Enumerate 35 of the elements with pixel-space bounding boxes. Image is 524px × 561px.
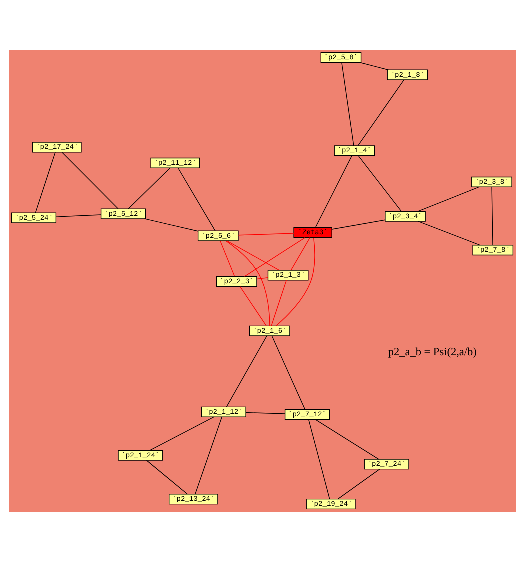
- connector: [337, 468, 380, 500]
- connector: [144, 218, 198, 232]
- connector: [358, 155, 402, 212]
- connector: [194, 416, 222, 494]
- label: p2_a_b = Psi(2,a/b): [388, 346, 476, 358]
- connector: [314, 155, 352, 228]
- connector: [150, 416, 214, 450]
- connector: [308, 418, 330, 500]
- connector: [128, 167, 170, 209]
- connector: [238, 232, 294, 236]
- connector: [491, 186, 493, 246]
- connector: [417, 186, 480, 212]
- connector: [341, 62, 354, 146]
- connector: [226, 240, 280, 270]
- connector: [314, 418, 379, 460]
- connector: [239, 286, 266, 326]
- connector: [61, 152, 118, 209]
- connector: [146, 460, 188, 494]
- connector: [244, 236, 306, 276]
- connector: [226, 335, 267, 407]
- connector: [275, 237, 315, 326]
- connector: [290, 237, 310, 270]
- connector: [56, 214, 101, 217]
- connector: [359, 62, 388, 70]
- connector: [245, 412, 286, 414]
- connector: [177, 167, 216, 231]
- connector: [418, 220, 480, 246]
- connector: [225, 240, 270, 326]
- connector: [220, 240, 235, 276]
- connector: [271, 335, 306, 410]
- connector: [256, 277, 268, 280]
- connector: [357, 79, 404, 146]
- connector: [34, 152, 56, 213]
- connector: [270, 280, 286, 326]
- connector: [331, 219, 386, 230]
